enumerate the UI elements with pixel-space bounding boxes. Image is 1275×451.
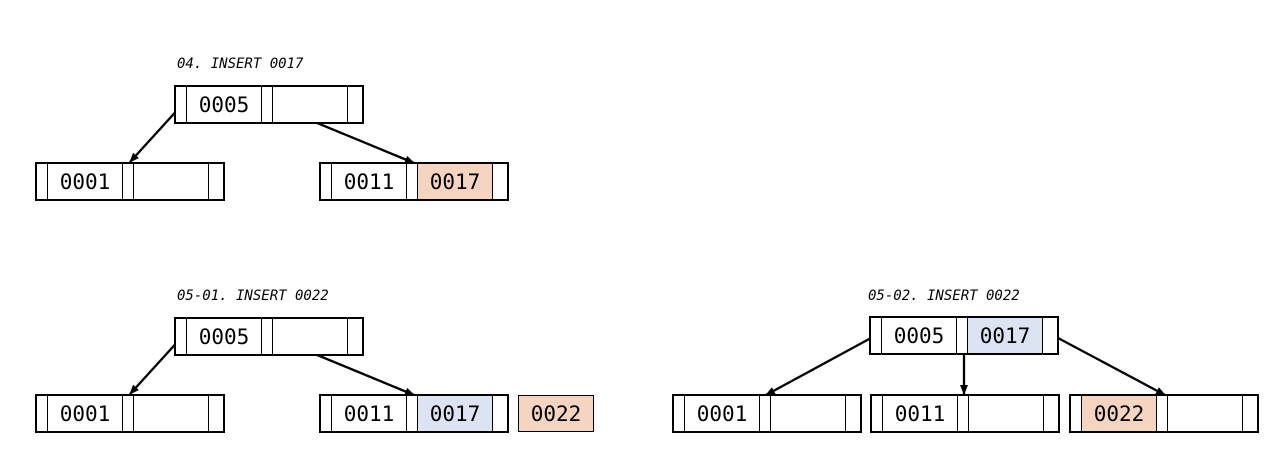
step-0502-leaf-3: 0022	[1069, 394, 1259, 433]
step-0502-leaf-1: 0001	[672, 394, 862, 433]
step-0502-root-node: 0005 0017	[869, 316, 1059, 355]
pointer-slot	[493, 164, 504, 199]
pointer-slot	[1043, 318, 1054, 353]
node-key: 0001	[48, 396, 123, 431]
pointer-slot	[321, 164, 332, 199]
pointer-slot	[209, 396, 220, 431]
node-key: 0011	[332, 164, 407, 199]
node-key: 0011	[883, 396, 958, 431]
pointer-slot	[176, 319, 187, 354]
overflow-key: 0022	[518, 395, 594, 432]
node-key: 0011	[332, 396, 407, 431]
pointer-slot	[1243, 396, 1254, 431]
promoted-key: 0017	[968, 318, 1043, 353]
step-0501-caption: 05-01. INSERT 0022	[177, 288, 329, 304]
median-key: 0017	[418, 396, 493, 431]
pointer-slot	[348, 87, 359, 122]
pointer-slot	[674, 396, 685, 431]
pointer-slot	[123, 396, 134, 431]
node-key	[1168, 396, 1243, 431]
step-0501-right-leaf: 0011 0017	[319, 394, 509, 433]
pointer-slot	[958, 396, 969, 431]
pointer-slot	[871, 318, 882, 353]
inserted-key: 0017	[418, 164, 493, 199]
step-04-root-node: 0005	[174, 85, 364, 124]
pointer-slot	[407, 396, 418, 431]
pointer-slot	[493, 396, 504, 431]
step-0501-left-leaf: 0001	[35, 394, 225, 433]
pointer-slot	[1071, 396, 1082, 431]
node-key: 0001	[48, 164, 123, 199]
step-04-right-leaf: 0011 0017	[319, 162, 509, 201]
step-0502-caption: 05-02. INSERT 0022	[868, 288, 1020, 304]
pointer-slot	[957, 318, 968, 353]
pointer-slot	[123, 164, 134, 199]
node-key	[273, 87, 348, 122]
node-key: 0005	[187, 87, 262, 122]
node-key: 0001	[685, 396, 760, 431]
pointer-slot	[262, 87, 273, 122]
pointer-slot	[407, 164, 418, 199]
pointer-slot	[348, 319, 359, 354]
node-key	[771, 396, 846, 431]
pointer-slot	[37, 164, 48, 199]
pointer-slot	[846, 396, 857, 431]
pointer-slot	[209, 164, 220, 199]
node-key: 0005	[882, 318, 957, 353]
node-key	[969, 396, 1044, 431]
arrow-0502-root-to-leaf1	[765, 336, 872, 397]
step-0502-leaf-2: 0011	[870, 394, 1060, 433]
pointer-slot	[760, 396, 771, 431]
step-0501-root-node: 0005	[174, 317, 364, 356]
node-key	[134, 164, 209, 199]
pointer-slot	[37, 396, 48, 431]
arrow-0502-root-to-leaf3	[1057, 336, 1166, 397]
node-key: 0005	[187, 319, 262, 354]
arrow-0501-root-to-left	[129, 337, 182, 395]
pointer-slot	[1157, 396, 1168, 431]
pointer-slot	[872, 396, 883, 431]
pointer-slot	[176, 87, 187, 122]
step-04-left-leaf: 0001	[35, 162, 225, 201]
arrow-04-root-to-left	[129, 105, 182, 163]
inserted-key: 0022	[1082, 396, 1157, 431]
node-key	[134, 396, 209, 431]
step-04-caption: 04. INSERT 0017	[177, 56, 304, 72]
pointer-slot	[262, 319, 273, 354]
node-key	[273, 319, 348, 354]
pointer-slot	[321, 396, 332, 431]
pointer-slot	[1044, 396, 1055, 431]
